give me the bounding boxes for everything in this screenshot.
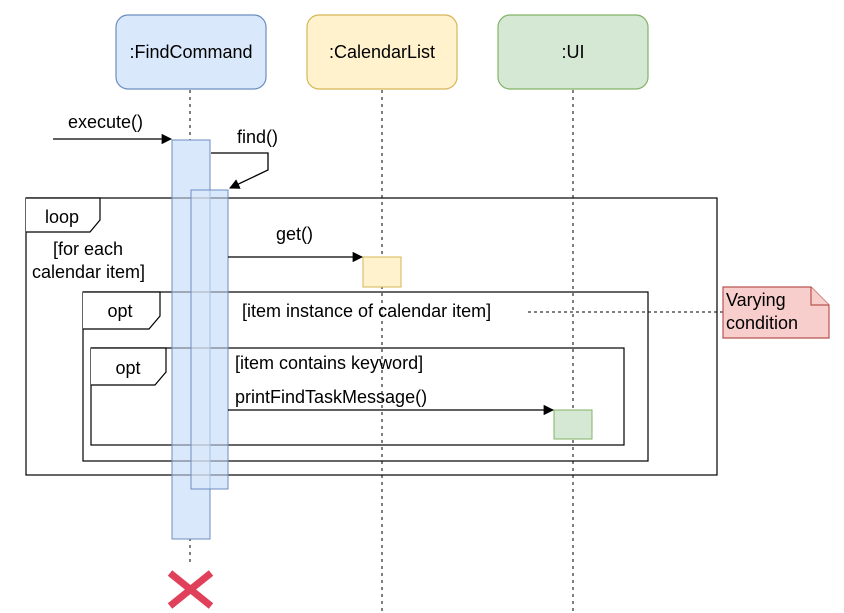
- message-get: get(): [228, 224, 364, 263]
- opt-frame-inner: opt [item contains keyword]: [90, 347, 625, 446]
- participant-ui: :UI: [497, 14, 649, 90]
- note-line1: Varying: [726, 290, 786, 310]
- loop-guard-line1: [for each: [53, 239, 123, 259]
- participant-findcommand-label: :FindCommand: [129, 42, 252, 62]
- message-get-label: get(): [276, 224, 313, 244]
- message-execute: execute(): [53, 112, 173, 145]
- loop-frame: loop [for each calendar item]: [25, 197, 718, 476]
- note-line2: condition: [726, 313, 798, 333]
- opt-outer-tag: opt: [107, 301, 132, 321]
- participant-calendarlist: :CalendarList: [306, 14, 458, 90]
- participant-calendarlist-label: :CalendarList: [329, 42, 435, 62]
- message-print: printFindTaskMessage(): [228, 387, 555, 416]
- loop-tag: loop: [45, 207, 79, 227]
- message-print-label: printFindTaskMessage(): [235, 387, 427, 407]
- note-varying-condition: Varying condition: [722, 286, 830, 339]
- message-find: find(): [211, 127, 278, 189]
- participant-ui-label: :UI: [561, 42, 584, 62]
- opt-frame-outer: opt [item instance of calendar item]: [82, 291, 649, 462]
- activation-nested-overlay: [190, 189, 229, 490]
- participant-findcommand: :FindCommand: [115, 14, 267, 90]
- activation-calendarlist: [362, 256, 402, 288]
- destroy-icon: [167, 570, 214, 609]
- message-execute-label: execute(): [68, 112, 143, 132]
- opt-inner-guard: [item contains keyword]: [235, 353, 423, 373]
- opt-inner-tag: opt: [115, 358, 140, 378]
- loop-guard-line2: calendar item]: [32, 262, 145, 282]
- message-find-label: find(): [237, 127, 278, 147]
- opt-outer-guard: [item instance of calendar item]: [242, 301, 491, 321]
- activation-ui: [553, 409, 593, 440]
